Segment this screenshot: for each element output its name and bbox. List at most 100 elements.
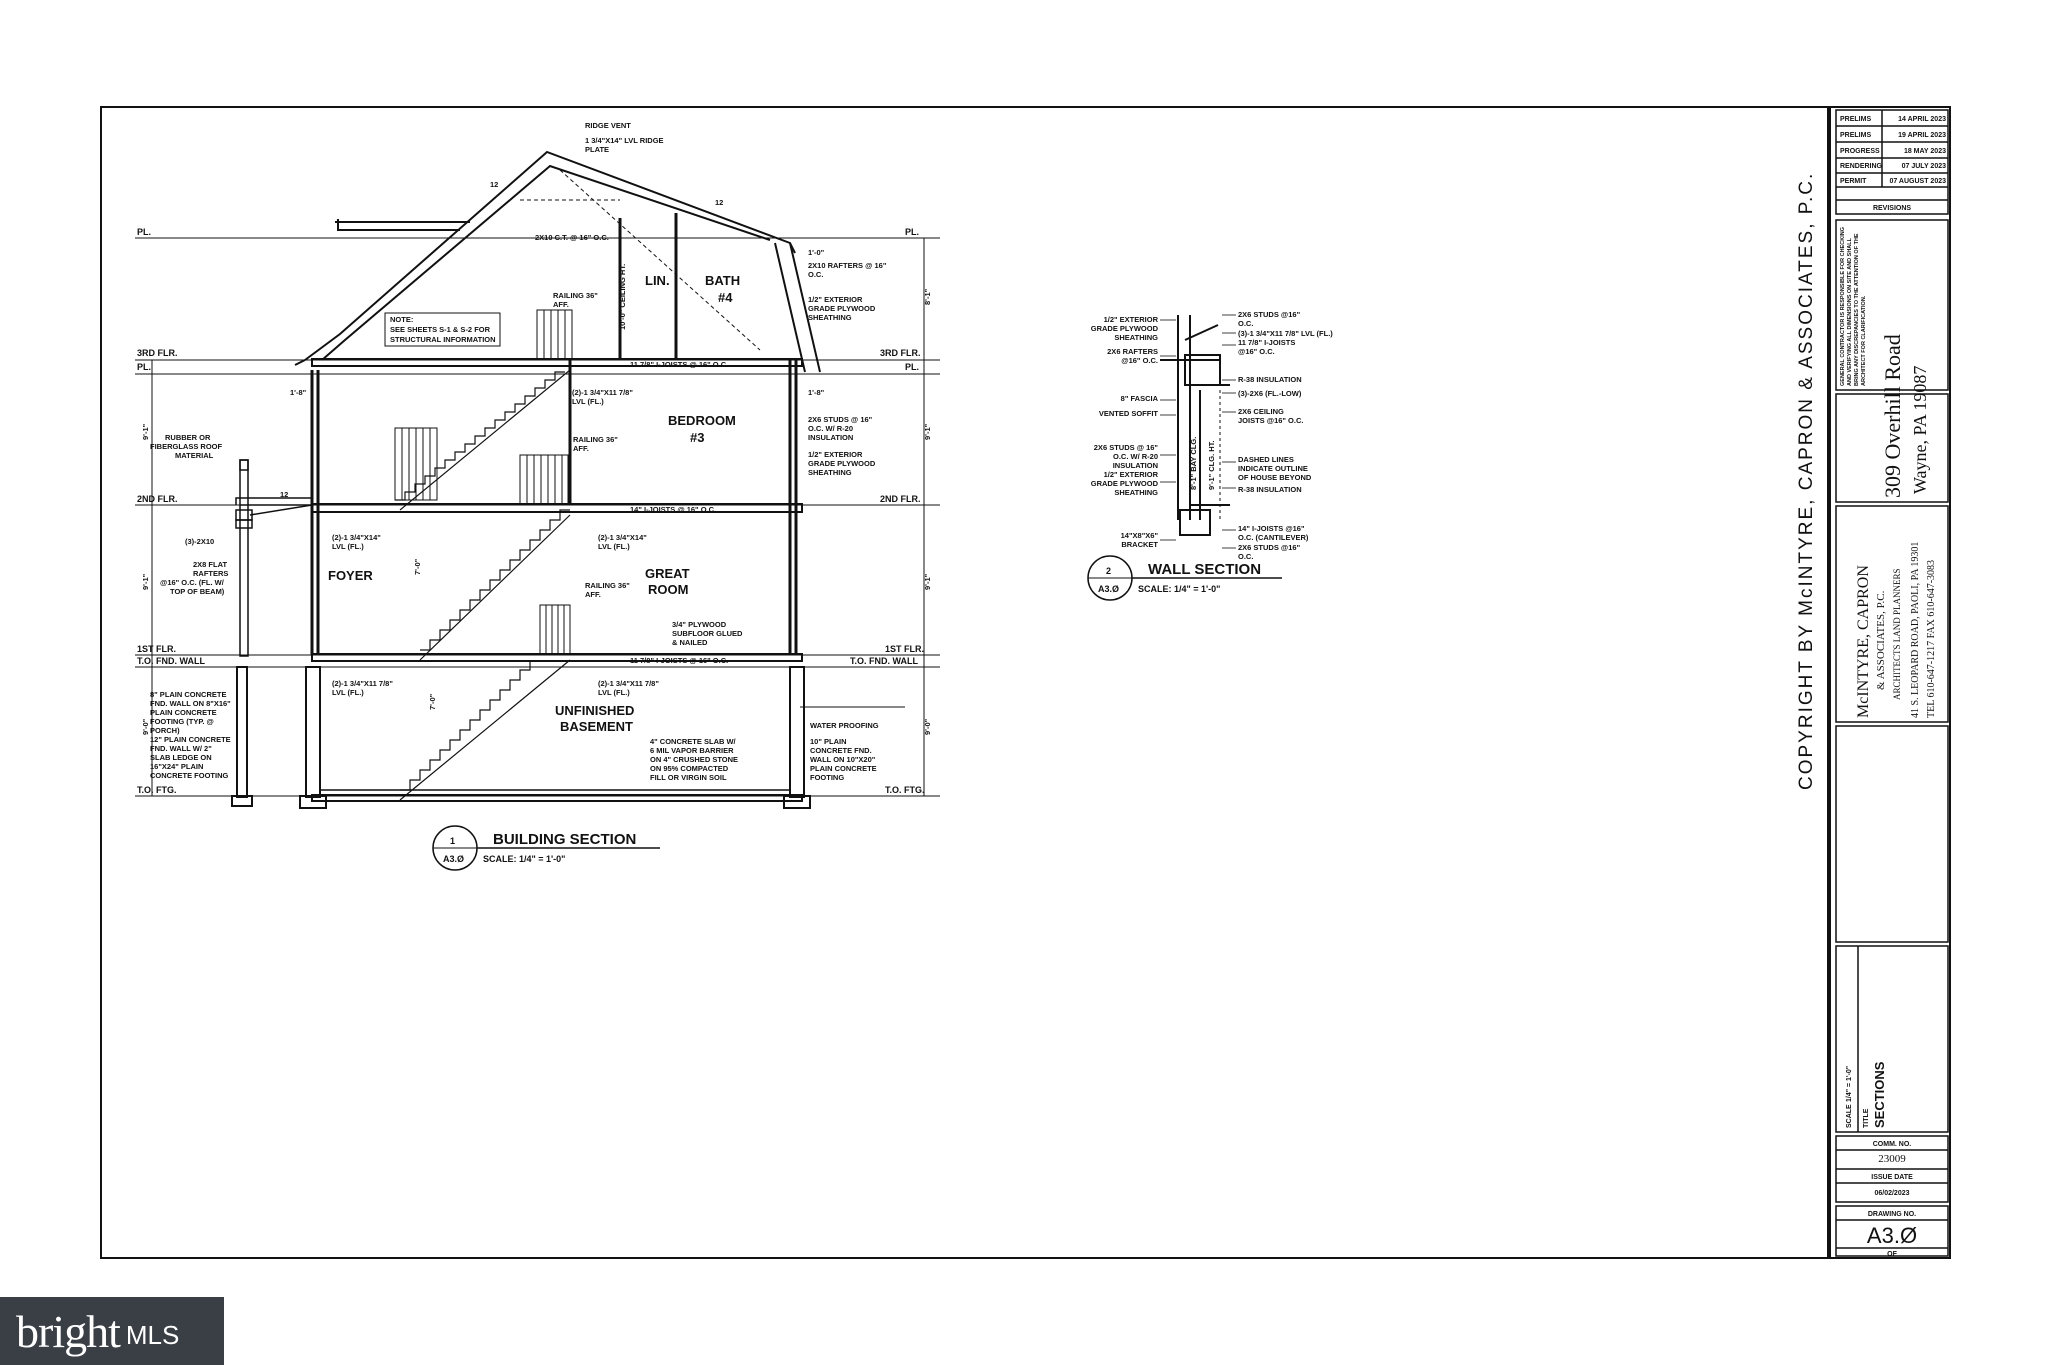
note-ridge-vent: RIDGE VENT	[585, 121, 631, 130]
note-lvl-1b: LVL (FL.)	[572, 397, 604, 406]
note-fnd-1: 10" PLAIN	[810, 737, 846, 746]
firm-address: 41 S. LEOPARD ROAD, PAOLI, PA 19301	[1910, 542, 1921, 718]
wall-label-r3b: @16" O.C.	[1238, 347, 1275, 356]
date-value-5: 07 AUGUST 2023	[1889, 178, 1946, 185]
note-fnd-3: WALL ON 10"X20"	[810, 755, 876, 764]
firm-name: McINTYRE, CAPRON	[1855, 565, 1872, 718]
level-ftg-left: T.O. FTG.	[137, 785, 177, 795]
wall-label-7: 14"X8"X6"	[1121, 531, 1159, 540]
room-great-room: ROOM	[648, 582, 688, 597]
note-joists-1st: 11 7/8" I-JOISTS @ 16" O.C.	[630, 656, 728, 665]
level-2nd-left: 2ND FLR.	[137, 494, 178, 504]
note-flat-rafters-b: RAFTERS	[193, 569, 228, 578]
wall-label-6c: SHEATHING	[1114, 488, 1158, 497]
note-lvl-5b: LVL (FL.)	[598, 688, 630, 697]
note-slab-3: ON 4" CRUSHED STONE	[650, 755, 738, 764]
note-conc-7: FND. WALL W/ 2"	[150, 744, 212, 753]
room-great: GREAT	[645, 566, 690, 581]
wall-label-r8: R-38 INSULATION	[1238, 485, 1302, 494]
wall-label-7b: BRACKET	[1121, 540, 1158, 549]
title-block-border	[1829, 106, 1951, 1259]
note-flat-rafters-d: TOP OF BEAM)	[170, 587, 225, 596]
wall-label-2b: @16" O.C.	[1121, 356, 1158, 365]
wall-label-r1: 2X6 STUDS @16"	[1238, 310, 1301, 319]
room-lin: LIN.	[645, 273, 670, 288]
dim-right-2: 9'-1"	[923, 423, 932, 440]
watermark-suffix: MLS	[125, 1319, 180, 1350]
date-label-1: PRELIMS	[1840, 116, 1871, 123]
wall-label-r2: (3)-1 3/4"X11 7/8" LVL (FL.)	[1238, 329, 1333, 338]
note-conc-10: CONCRETE FOOTING	[150, 771, 228, 780]
wall-label-r3: 11 7/8" I-JOISTS	[1238, 338, 1295, 347]
note-joists-3rd: 11 7/8" I-JOISTS @ 16" O.C.	[630, 360, 728, 369]
note-joists-2nd: 14" I-JOISTS @ 16" O.C.	[630, 505, 716, 514]
title-block	[1835, 109, 1949, 1257]
note-slab-2: 6 MIL VAPOR BARRIER	[650, 746, 734, 755]
note-slab-5: FILL OR VIRGIN SOIL	[650, 773, 727, 782]
dim-right-3: 9'-1"	[923, 573, 932, 590]
dim-overhang-3: 1'-0"	[808, 248, 825, 257]
wall-label-2: 2X6 RAFTERS	[1107, 347, 1158, 356]
note-slab-1: 4" CONCRETE SLAB W/	[650, 737, 737, 746]
building-section-labels: PL. PL. 3RD FLR. 3RD FLR. PL. PL. 2ND FL…	[137, 121, 932, 871]
building-section	[135, 150, 940, 809]
level-pl-mid-right: PL.	[905, 362, 919, 372]
firm-phone: TEL 610-647-1217 FAX 610-647-3083	[1926, 560, 1937, 718]
date-value-1: 14 APRIL 2023	[1898, 116, 1946, 123]
wall-section-labels: 2 A3.Ø WALL SECTION SCALE: 1/4" = 1'-0" …	[1091, 310, 1334, 594]
wall-label-1b: GRADE PLYWOOD	[1091, 324, 1159, 333]
issue-value: 06/02/2023	[1874, 1190, 1909, 1197]
level-1st-right: 1ST FLR.	[885, 644, 924, 654]
note-railing-1: RAILING 36"	[553, 291, 598, 300]
comm-label: COMM. NO.	[1873, 1141, 1912, 1148]
note-fnd-5: FOOTING	[810, 773, 844, 782]
note-sheathing-1b: GRADE PLYWOOD	[808, 304, 876, 313]
wall-label-5b: O.C. W/ R-20	[1113, 452, 1158, 461]
wall-label-r10: 2X6 STUDS @16"	[1238, 543, 1301, 552]
drawing-label: DRAWING NO.	[1868, 1211, 1916, 1218]
note-ridge-plate: 1 3/4"X14" LVL RIDGE	[585, 136, 664, 145]
drawing-number: A3.Ø	[1867, 1223, 1917, 1248]
level-2nd-right: 2ND FLR.	[880, 494, 921, 504]
note-lvl-1: (2)-1 3/4"X11 7/8"	[572, 388, 633, 397]
wall-label-r7: DASHED LINES	[1238, 455, 1294, 464]
wall-label-r4: R-38 INSULATION	[1238, 375, 1302, 384]
wall-label-r6: 2X6 CEILING	[1238, 407, 1284, 416]
watermark-brand: bright	[16, 1305, 121, 1357]
note-conc-3: PLAIN CONCRETE	[150, 708, 217, 717]
dim-overhang-1: 1'-8"	[290, 388, 307, 397]
building-section-ref: A3.Ø	[443, 854, 464, 864]
title-block-text: PRELIMS 14 APRIL 2023 PRELIMS 19 APRIL 2…	[1840, 116, 1946, 1258]
wall-label-3: 8" FASCIA	[1121, 394, 1159, 403]
dim-stair-1: 7'-0"	[413, 558, 422, 575]
note-studs-c: INSULATION	[808, 433, 853, 442]
date-value-4: 07 JULY 2023	[1902, 163, 1946, 170]
note-sheathing-2b: GRADE PLYWOOD	[808, 459, 876, 468]
note-sheathing-2c: SHEATHING	[808, 468, 852, 477]
note-beam: (3)-2X10	[185, 537, 214, 546]
wall-label-1c: SHEATHING	[1114, 333, 1158, 342]
dim-overhang-2: 1'-8"	[808, 388, 825, 397]
wall-label-r9: 14" I-JOISTS @16"	[1238, 524, 1305, 533]
structural-note-box	[384, 312, 501, 347]
copyright-text: COPYRIGHT BY McINTYRE, CAPRON & ASSOCIAT…	[1796, 172, 1817, 790]
note-studs: 2X6 STUDS @ 16"	[808, 415, 873, 424]
firm-services: ARCHITECTS LAND PLANNERS	[1892, 568, 1902, 700]
dim-stair-2: 7'-0"	[428, 693, 437, 710]
note-rubber-b: FIBERGLASS ROOF	[150, 442, 223, 451]
sheet-title: SECTIONS	[1872, 1061, 1887, 1128]
note-railing-3b: AFF.	[585, 590, 601, 599]
note-collar-tie: 2X10 C.T. @ 16" O.C.	[535, 233, 609, 242]
note-rubber-c: MATERIAL	[175, 451, 214, 460]
note-lvl-3: (2)-1 3/4"X14"	[598, 533, 647, 542]
note-plywood-c: & NAILED	[672, 638, 708, 647]
note-lvl-3b: LVL (FL.)	[598, 542, 630, 551]
wall-section-title: WALL SECTION	[1148, 561, 1261, 578]
dim-left-1: 9'-1"	[141, 423, 150, 440]
wall-section-number: 2	[1106, 566, 1111, 576]
note-flat-rafters: 2X8 FLAT	[193, 560, 227, 569]
wall-section-scale: SCALE: 1/4" = 1'-0"	[1138, 584, 1220, 594]
firm-name-2: & ASSOCIATES, P.C.	[1875, 590, 1887, 690]
date-label-5: PERMIT	[1840, 178, 1867, 185]
